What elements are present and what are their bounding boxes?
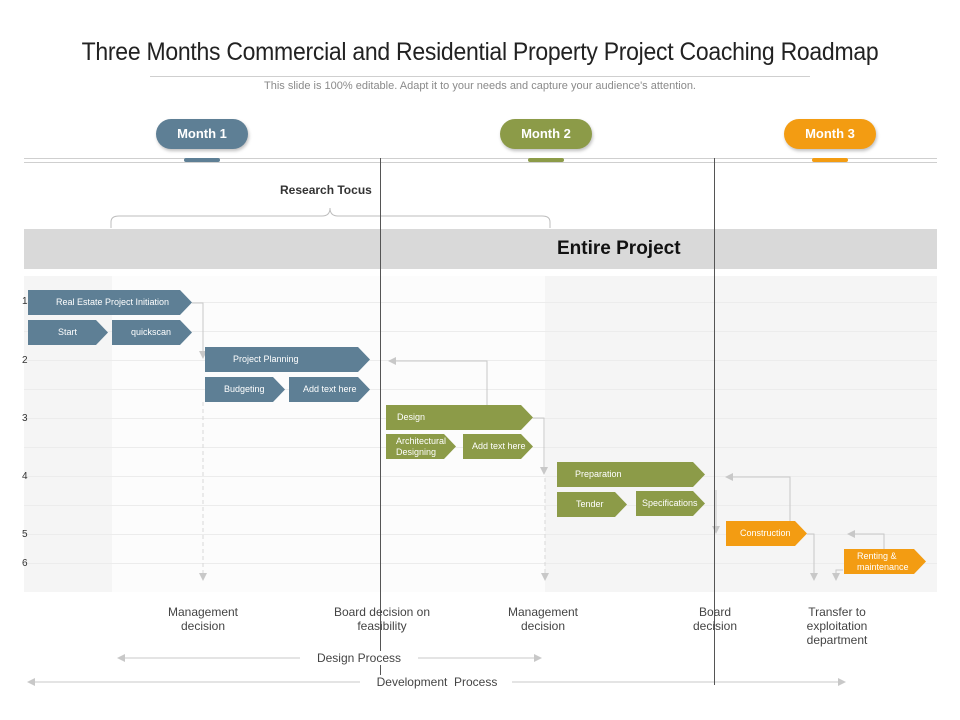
month-2-label: Month 2 [521, 126, 571, 141]
grid-line [24, 302, 937, 303]
milestone-transfer-exploitation: Transfer to exploitation department [806, 605, 868, 647]
row-number: 2 [22, 355, 28, 366]
month-1-label: Month 1 [177, 126, 227, 141]
research-bracket [110, 207, 551, 228]
grid-line [24, 505, 937, 506]
grid-line [24, 563, 937, 564]
task-label: Construction [740, 528, 791, 538]
grid-line [24, 389, 937, 390]
task-label: Architectural Designing [396, 436, 447, 457]
task-add-text-1: Add text here [289, 377, 370, 402]
row-number: 5 [22, 529, 28, 540]
task-start: Start [28, 320, 108, 345]
milestone-board-decision-feasibility: Board decision on feasibility [333, 605, 431, 633]
month-1-pill: Month 1 [156, 119, 248, 149]
task-label: Real Estate Project Initiation [56, 297, 170, 307]
task-label: quickscan [131, 327, 172, 337]
page-subtitle: This slide is 100% editable. Adapt it to… [264, 80, 696, 92]
month-1-marker [184, 158, 220, 162]
grid-line [24, 476, 937, 477]
entire-project-label: Entire Project [557, 238, 681, 259]
timeline-line-top [24, 158, 937, 159]
bracket-label: Research Tocus [280, 183, 372, 197]
task-construction: Construction [726, 521, 807, 546]
grid-line [24, 331, 937, 332]
row-number: 6 [22, 558, 28, 569]
milestone-management-decision-1: Management decision [167, 605, 239, 633]
task-label: Budgeting [224, 384, 265, 394]
task-label: Add text here [303, 384, 357, 394]
title-divider [150, 76, 810, 77]
task-project-planning: Project Planning [205, 347, 370, 372]
task-add-text-2: Add text here [463, 434, 533, 459]
task-label: Renting & maintenance [857, 551, 909, 572]
task-preparation: Preparation [557, 462, 705, 487]
month-2-marker [528, 158, 564, 162]
task-label: Preparation [575, 469, 622, 479]
row-number: 1 [22, 296, 28, 307]
month-divider [380, 158, 381, 685]
task-design: Design [386, 405, 533, 430]
task-real-estate-initiation: Real Estate Project Initiation [28, 290, 192, 315]
development-process-label: Development Process [362, 675, 512, 689]
grid-line [24, 534, 937, 535]
month-3-marker [812, 158, 848, 162]
task-tender: Tender [557, 492, 627, 517]
task-label: Specifications [642, 498, 698, 508]
page-title: Three Months Commercial and Residential … [81, 38, 879, 66]
month-3-pill: Month 3 [784, 119, 876, 149]
design-process-label: Design Process [300, 651, 418, 665]
task-budgeting: Budgeting [205, 377, 285, 402]
month-divider [714, 158, 715, 685]
milestone-board-decision: Board decision [692, 605, 738, 633]
row-number: 3 [22, 413, 28, 424]
task-quickscan: quickscan [112, 320, 192, 345]
task-label: Tender [576, 499, 604, 509]
task-specifications: Specifications [636, 491, 705, 516]
task-label: Add text here [472, 441, 526, 451]
task-label: Design [397, 412, 426, 422]
task-architectural-designing: Architectural Designing [386, 434, 456, 459]
milestone-management-decision-2: Management decision [507, 605, 579, 633]
task-label: Start [58, 327, 78, 337]
task-renting-maintenance: Renting & maintenance [844, 549, 926, 574]
timeline-line-bottom [24, 162, 937, 163]
task-label: Project Planning [233, 354, 299, 364]
month-2-pill: Month 2 [500, 119, 592, 149]
row-number: 4 [22, 471, 28, 482]
month-3-label: Month 3 [805, 126, 855, 141]
entire-project-band [24, 229, 937, 269]
